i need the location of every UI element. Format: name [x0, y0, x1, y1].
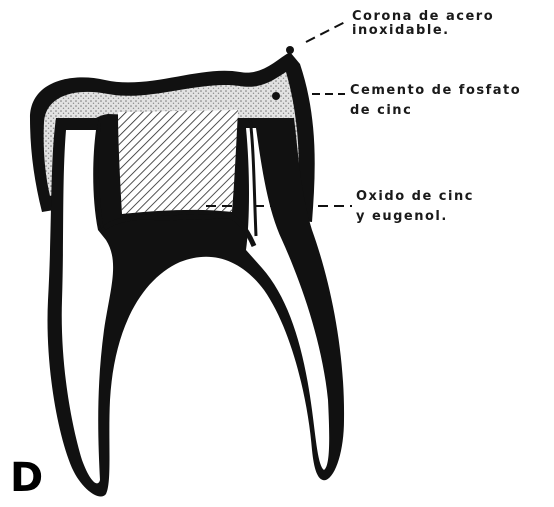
zoe-label-line2: y eugenol.	[356, 210, 448, 223]
cement-label-line1: Cemento de fosfato	[350, 84, 521, 97]
cement-label-line2: de cinc	[350, 104, 412, 117]
panel-letter: D	[10, 458, 43, 498]
crown-label-line2: inoxidable.	[352, 24, 450, 37]
crown-leader-line	[306, 22, 345, 42]
zoe-label-line1: Oxido de cinc	[356, 190, 474, 203]
crown-label-line1: Corona de acero	[352, 10, 494, 23]
